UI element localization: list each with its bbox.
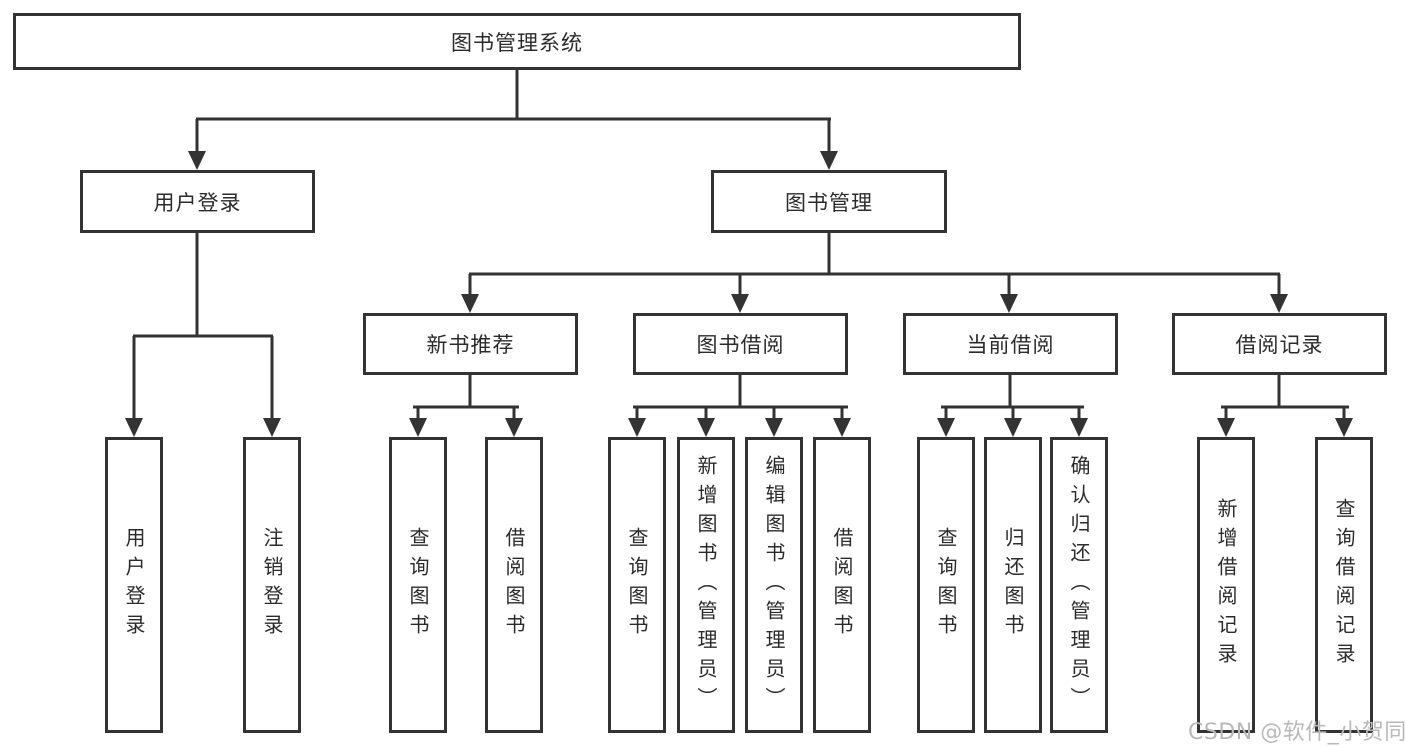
connector-records-tee [1221,373,1349,421]
arrow-down-icon [409,418,427,437]
node-label: 注销登录 [260,527,284,643]
leaf-return-books: 归还图书 [984,437,1042,733]
node-current-borrow: 当前借阅 [903,313,1118,375]
connector-borrow-tee [633,373,848,421]
csdn-watermark: CSDN @软件_小贺同学 [1188,720,1405,745]
leaf-query-books: 查询图书 [608,437,666,733]
node-label: 图书管理系统 [451,30,583,55]
node-label: 新增图书（管理员） [694,454,718,716]
leaf-edit-books-admin: 编辑图书（管理员） [745,437,803,733]
leaf-add-borrow-record: 新增借阅记录 [1197,437,1255,733]
node-label: 确认归还（管理员） [1067,454,1091,716]
node-label: 查询图书 [625,527,649,643]
arrow-down-icon [731,294,749,313]
arrow-down-icon [263,418,281,437]
node-label: 归还图书 [1001,527,1025,643]
node-label: 用户登录 [122,527,146,643]
arrow-down-icon [1335,418,1353,437]
arrow-down-icon [628,418,646,437]
node-label: 当前借阅 [966,333,1055,357]
arrow-down-icon [1004,418,1022,437]
node-label: 编辑图书（管理员） [762,454,786,716]
node-book-borrow: 图书借阅 [633,313,848,375]
node-label: 新书推荐 [426,333,515,357]
leaf-query-books: 查询图书 [917,437,975,733]
arrow-down-icon [505,418,523,437]
connector-lines [132,68,1349,421]
connector-current-tee [941,373,1084,421]
node-label: 新增借阅记录 [1214,498,1238,672]
node-label: 查询借阅记录 [1332,498,1356,672]
leaf-borrow-books: 借阅图书 [485,437,543,733]
arrow-down-icon [188,151,206,170]
connector-login-tee [132,231,274,420]
arrow-down-icon [125,418,143,437]
node-label: 查询图书 [406,527,430,643]
arrow-down-icon [1000,294,1018,313]
node-label: 借阅图书 [502,527,526,643]
leaf-user-login: 用户登录 [105,437,163,733]
node-new-book-recommend: 新书推荐 [363,313,578,375]
leaf-query-books: 查询图书 [389,437,447,733]
arrow-down-icon [765,418,783,437]
arrow-down-icon [461,294,479,313]
node-label: 查询图书 [934,527,958,643]
connector-root-tee [195,68,831,153]
arrow-down-icon [820,151,838,170]
arrow-down-icon [833,418,851,437]
arrowheads [125,151,1353,437]
node-book-management: 图书管理 [711,170,947,233]
node-label: 借阅记录 [1235,333,1324,357]
arrow-down-icon [697,418,715,437]
connector-management-tee [468,231,1281,297]
leaf-borrow-books: 借阅图书 [813,437,871,733]
leaf-query-borrow-record: 查询借阅记录 [1315,437,1373,733]
node-label: 借阅图书 [830,527,854,643]
arrow-down-icon [937,418,955,437]
leaf-confirm-return-admin: 确认归还（管理员） [1050,437,1108,733]
node-label: 用户登录 [153,190,242,215]
arrow-down-icon [1070,418,1088,437]
leaf-logout: 注销登录 [243,437,301,733]
node-borrow-records: 借阅记录 [1172,313,1387,375]
node-root-system: 图书管理系统 [13,13,1021,70]
connector-recommend-tee [413,373,519,421]
arrow-down-icon [1270,294,1288,313]
arrow-down-icon [1217,418,1235,437]
node-label: 图书借阅 [696,333,785,357]
node-user-login: 用户登录 [80,170,315,233]
leaf-add-books-admin: 新增图书（管理员） [677,437,735,733]
node-label: 图书管理 [785,190,873,215]
